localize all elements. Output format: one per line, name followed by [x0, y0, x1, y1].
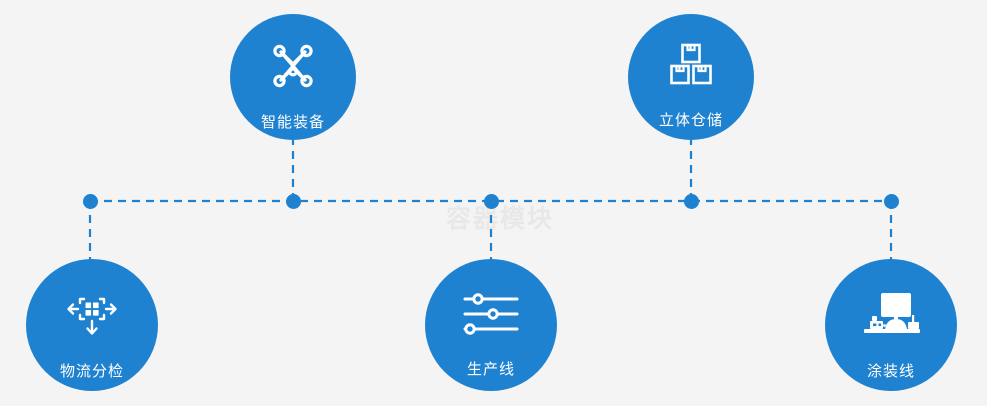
junction-dot-painting-line[interactable] — [883, 193, 899, 209]
node-label-painting-line: 涂装线 — [866, 363, 915, 380]
junction-dot-production-line[interactable] — [483, 193, 499, 209]
paint-booth-icon — [859, 291, 923, 344]
watermark-text: 容器模块 — [445, 205, 554, 233]
network-nodes-icon — [267, 40, 319, 97]
junction-dot-smart-equipment[interactable] — [285, 193, 301, 209]
node-production-line[interactable]: 生产线 — [425, 259, 557, 391]
node-smart-equipment[interactable]: 智能装备 — [230, 14, 356, 140]
node-painting-line[interactable]: 涂装线 — [825, 259, 957, 391]
node-label-stereoscopic-warehouse: 立体仓储 — [658, 112, 723, 129]
node-logistics-sorting[interactable]: 物流分检 — [26, 259, 158, 391]
junction-dot-stereoscopic-warehouse[interactable] — [683, 193, 699, 209]
sorting-arrows-icon — [65, 289, 119, 344]
node-label-production-line: 生产线 — [466, 361, 515, 378]
sliders-icon — [462, 291, 520, 342]
junction-dot-logistics-sorting[interactable] — [82, 193, 98, 209]
node-stereoscopic-warehouse[interactable]: 立体仓储 — [628, 14, 754, 140]
node-label-smart-equipment: 智能装备 — [260, 114, 325, 131]
node-label-logistics-sorting: 物流分检 — [59, 363, 124, 380]
stacked-boxes-icon — [666, 40, 716, 95]
